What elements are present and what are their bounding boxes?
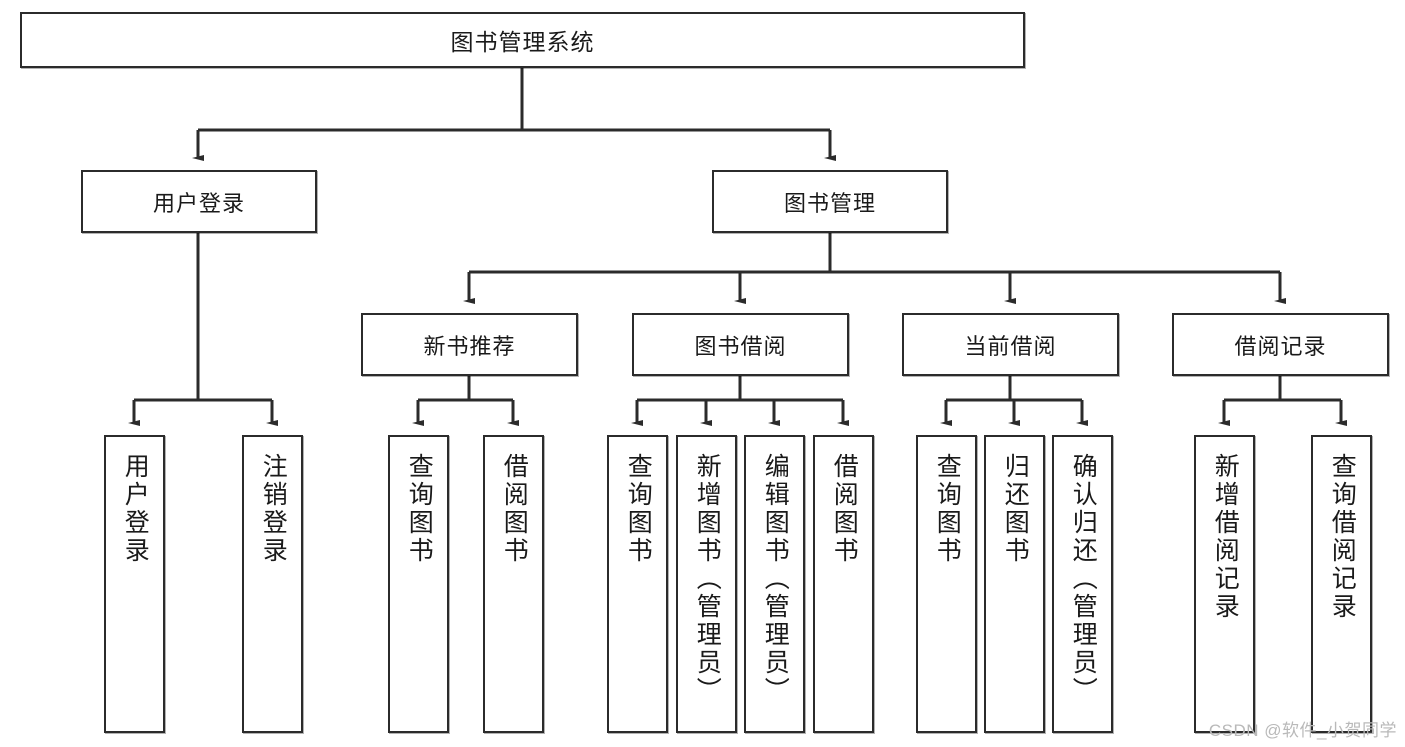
- node-leaf-query-book-new[interactable]: 查询图书: [388, 435, 449, 733]
- node-label: 借阅图书: [500, 453, 529, 565]
- node-leaf-query-book[interactable]: 查询图书: [607, 435, 668, 733]
- node-label: 确认归还（管理员）: [1069, 453, 1098, 705]
- node-label: 查询图书: [933, 453, 962, 565]
- node-label: 查询图书: [405, 453, 434, 565]
- node-user-login[interactable]: 用户登录: [81, 170, 317, 233]
- node-leaf-query-book-current[interactable]: 查询图书: [916, 435, 977, 733]
- node-leaf-confirm-return-admin[interactable]: 确认归还（管理员）: [1052, 435, 1113, 733]
- node-label: 注销登录: [259, 453, 288, 565]
- node-book-borrow[interactable]: 图书借阅: [632, 313, 849, 376]
- node-current-borrow[interactable]: 当前借阅: [902, 313, 1119, 376]
- node-leaf-return-book[interactable]: 归还图书: [984, 435, 1045, 733]
- node-leaf-add-borrow-record[interactable]: 新增借阅记录: [1194, 435, 1255, 733]
- node-leaf-add-book-admin[interactable]: 新增图书（管理员）: [676, 435, 737, 733]
- node-leaf-query-borrow-record[interactable]: 查询借阅记录: [1311, 435, 1372, 733]
- node-label: 借阅记录: [1234, 333, 1327, 359]
- node-leaf-user-logout[interactable]: 注销登录: [242, 435, 303, 733]
- node-label: 用户登录: [152, 190, 245, 216]
- node-leaf-user-login[interactable]: 用户登录: [104, 435, 165, 733]
- node-label: 图书管理: [783, 190, 876, 216]
- node-label: 图书借阅: [694, 333, 787, 359]
- node-label: 当前借阅: [964, 333, 1057, 359]
- node-leaf-borrow-book-new[interactable]: 借阅图书: [483, 435, 544, 733]
- node-label: 编辑图书（管理员）: [761, 453, 790, 705]
- node-label: 借阅图书: [830, 453, 859, 565]
- node-new-book-recommend[interactable]: 新书推荐: [361, 313, 578, 376]
- csdn-watermark: CSDN @软件_小贺同学: [1208, 721, 1397, 740]
- node-root-system[interactable]: 图书管理系统: [20, 12, 1025, 68]
- node-label: 查询借阅记录: [1328, 453, 1357, 621]
- node-label: 用户登录: [121, 453, 150, 565]
- node-label: 新书推荐: [423, 333, 516, 359]
- node-leaf-borrow-book[interactable]: 借阅图书: [813, 435, 874, 733]
- node-borrow-record[interactable]: 借阅记录: [1172, 313, 1389, 376]
- node-label: 新增图书（管理员）: [693, 453, 722, 705]
- node-book-management[interactable]: 图书管理: [712, 170, 948, 233]
- node-label: 新增借阅记录: [1211, 453, 1240, 621]
- node-label: 查询图书: [624, 453, 653, 565]
- node-label: 归还图书: [1001, 453, 1030, 565]
- node-leaf-edit-book-admin[interactable]: 编辑图书（管理员）: [744, 435, 805, 733]
- node-label: 图书管理系统: [450, 29, 595, 55]
